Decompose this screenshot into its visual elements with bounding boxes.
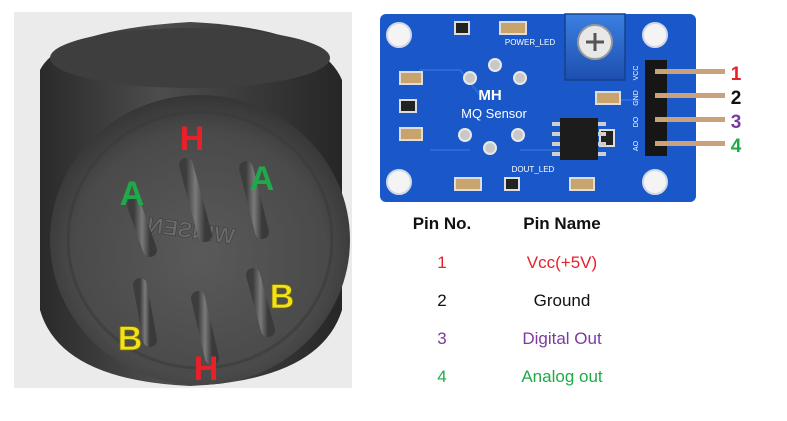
pin-h-bottom xyxy=(191,291,219,365)
pin-number-3: 3 xyxy=(731,112,742,133)
table-cell-pin-name: Digital Out xyxy=(522,329,602,348)
sensor-socket xyxy=(458,58,527,155)
pin-header-block xyxy=(645,60,667,156)
pin-label-a-left: A xyxy=(120,175,145,213)
pin-number-4: 4 xyxy=(731,136,742,157)
board-title-mh: MH xyxy=(478,87,501,104)
ic-chip xyxy=(552,118,606,160)
header-pins xyxy=(655,69,725,146)
table-cell-pin-no: 3 xyxy=(437,329,446,348)
pin-number-1: 1 xyxy=(731,64,742,85)
pin-h-top xyxy=(179,158,212,242)
table-cell-pin-name: Ground xyxy=(534,291,591,310)
smd-components xyxy=(399,21,621,191)
pin-label-b-left: B xyxy=(118,320,143,358)
sensor-face-ring xyxy=(66,110,334,370)
pin-label-h-top: H xyxy=(180,120,205,158)
table-rows: 1 Vcc(+5V) 2 Ground 3 Digital Out 4 Analog out xyxy=(437,253,603,386)
sensor-rim xyxy=(50,28,330,88)
table-cell-pin-no: 1 xyxy=(437,253,446,272)
sensor-pins xyxy=(127,158,275,365)
breakout-board: MH MQ Sensor POWER_LED DOUT_LED VCC GND … xyxy=(380,13,725,202)
sensor-photo: WINSEN H A A B B H xyxy=(14,12,352,388)
potentiometer xyxy=(564,13,626,81)
pin-label-h-bottom: H xyxy=(194,350,219,388)
pin-table: Pin No. Pin Name 1 Vcc(+5V) 2 Ground 3 Digita… xyxy=(413,214,603,386)
pin-label-b-right: B xyxy=(270,278,295,316)
header-label-vcc: VCC xyxy=(633,66,640,81)
table-cell-pin-name: Analog out xyxy=(521,367,603,386)
table-cell-pin-name: Vcc(+5V) xyxy=(527,253,597,272)
header-label-gnd: GND xyxy=(633,90,640,106)
header-label-ao: AO xyxy=(633,140,640,151)
power-led-label: POWER_LED xyxy=(505,38,555,47)
pin-number-2: 2 xyxy=(731,88,742,109)
mounting-holes xyxy=(386,22,668,195)
table-cell-pin-no: 2 xyxy=(437,291,446,310)
pin-b-right xyxy=(246,268,275,337)
sensor-face xyxy=(50,95,350,385)
header-label-do: DO xyxy=(633,116,640,127)
dout-led-label: DOUT_LED xyxy=(512,165,555,174)
pin-a-left xyxy=(127,198,157,257)
table-header-pin-no: Pin No. xyxy=(413,214,472,233)
pin-a-right xyxy=(239,161,269,239)
pin-b-left xyxy=(133,278,157,347)
table-cell-pin-no: 4 xyxy=(437,367,446,386)
table-header-pin-name: Pin Name xyxy=(523,214,600,233)
board-title-mq-sensor: MQ Sensor xyxy=(461,106,527,121)
pin-label-a-right: A xyxy=(250,160,275,198)
